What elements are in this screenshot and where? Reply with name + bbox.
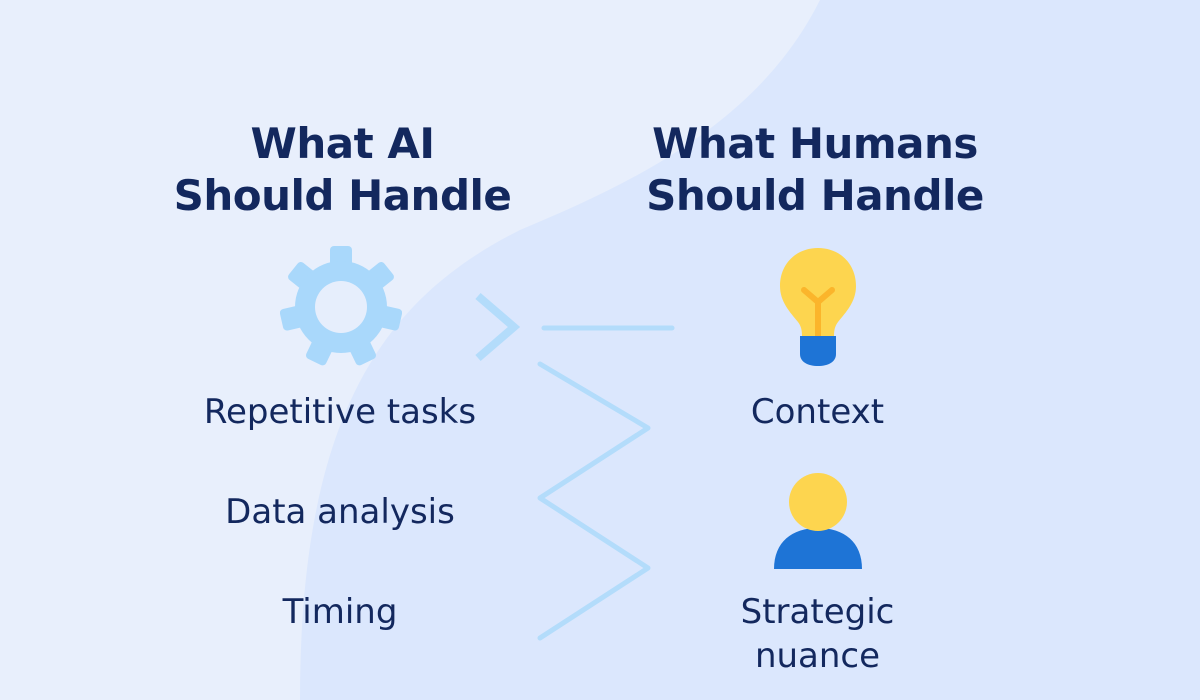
gear-icon [280,246,402,366]
left-title-line1: What AI [250,119,435,168]
person-icon [774,473,862,569]
right-title-line2: Should Handle [646,171,984,220]
ai-item-data-analysis: Data analysis [225,492,455,532]
ai-item-timing: Timing [282,592,398,632]
left-column-title: What AI Should Handle [150,118,535,222]
chevron-right-icon [475,292,521,362]
right-column-title: What Humans Should Handle [620,118,1010,222]
human-item-strategic-nuance: Strategic nuance [660,590,975,678]
left-title-line2: Should Handle [173,171,512,220]
strategic-line2: nuance [754,636,881,676]
strategic-line1: Strategic [740,592,895,632]
ai-item-repetitive-tasks: Repetitive tasks [203,392,477,432]
human-item-context: Context [750,392,885,432]
right-title-line1: What Humans [652,119,978,168]
lightbulb-icon [780,248,856,366]
